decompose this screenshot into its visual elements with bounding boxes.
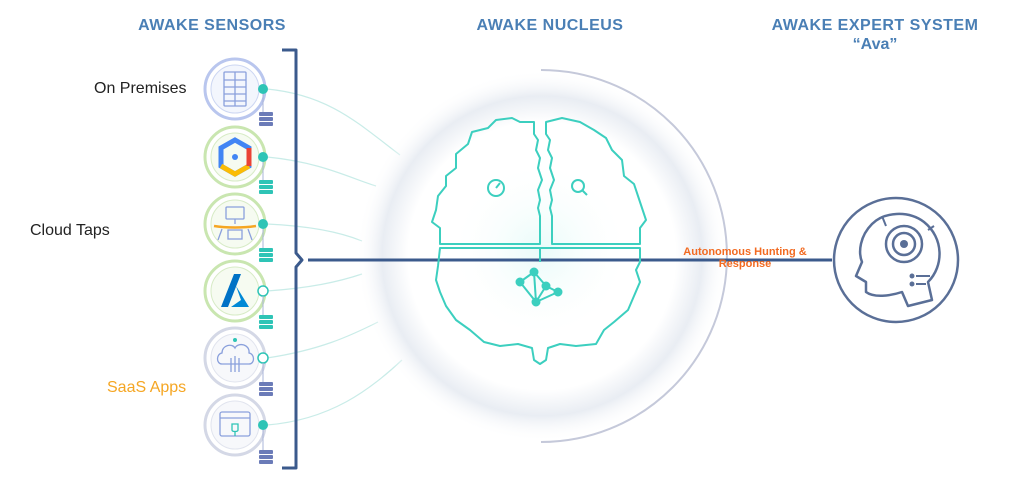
group-label-on-premises: On Premises (94, 80, 187, 97)
flow-label: Autonomous Hunting & Response (668, 246, 822, 270)
sensor-list (203, 57, 273, 464)
magnifier-icon (571, 179, 588, 196)
connector-2 (266, 156, 377, 187)
database-icon (259, 112, 273, 126)
robot-head-icon (832, 196, 960, 324)
sensor-node (203, 259, 273, 329)
network-graph-icon (515, 267, 563, 307)
gauge-icon (487, 179, 505, 197)
database-icon (259, 382, 273, 396)
database-icon (259, 315, 273, 329)
connector-6 (266, 359, 403, 426)
database-icon (259, 450, 273, 464)
sensor-node (203, 393, 273, 464)
sensor-node (203, 125, 273, 194)
connector-5 (266, 321, 379, 359)
nucleus-title: AWAKE NUCLEUS (476, 17, 624, 34)
connector-1 (266, 88, 401, 156)
brain-circuit-icon (431, 117, 647, 365)
connector-3 (266, 223, 363, 242)
sensor-node (203, 192, 273, 262)
sensor-node (203, 57, 273, 126)
connector-4 (266, 273, 363, 292)
flow-label-line-2: Response (718, 258, 772, 270)
flow-label-line-1: Autonomous Hunting & (683, 246, 807, 258)
nucleus-outer-arc (540, 69, 728, 443)
browser-plug-icon (219, 411, 251, 437)
database-icon (259, 248, 273, 262)
azure-icon (221, 274, 249, 307)
server-rack-icon (223, 71, 247, 107)
expert-system-subtitle: “Ava” (852, 36, 898, 53)
sensor-node (203, 326, 273, 396)
expert-system-title: AWAKE EXPERT SYSTEM (771, 17, 979, 34)
sensors-title: AWAKE SENSORS (138, 17, 286, 34)
sensor-connectors (266, 88, 403, 426)
network-tap-icon (213, 206, 257, 241)
cloud-upload-icon (216, 338, 255, 372)
google-cloud-icon (218, 137, 252, 177)
group-label-cloud-taps: Cloud Taps (30, 222, 110, 239)
database-icon (259, 180, 273, 194)
group-label-saas-apps: SaaS Apps (107, 379, 187, 396)
sensors-bracket (282, 48, 304, 470)
